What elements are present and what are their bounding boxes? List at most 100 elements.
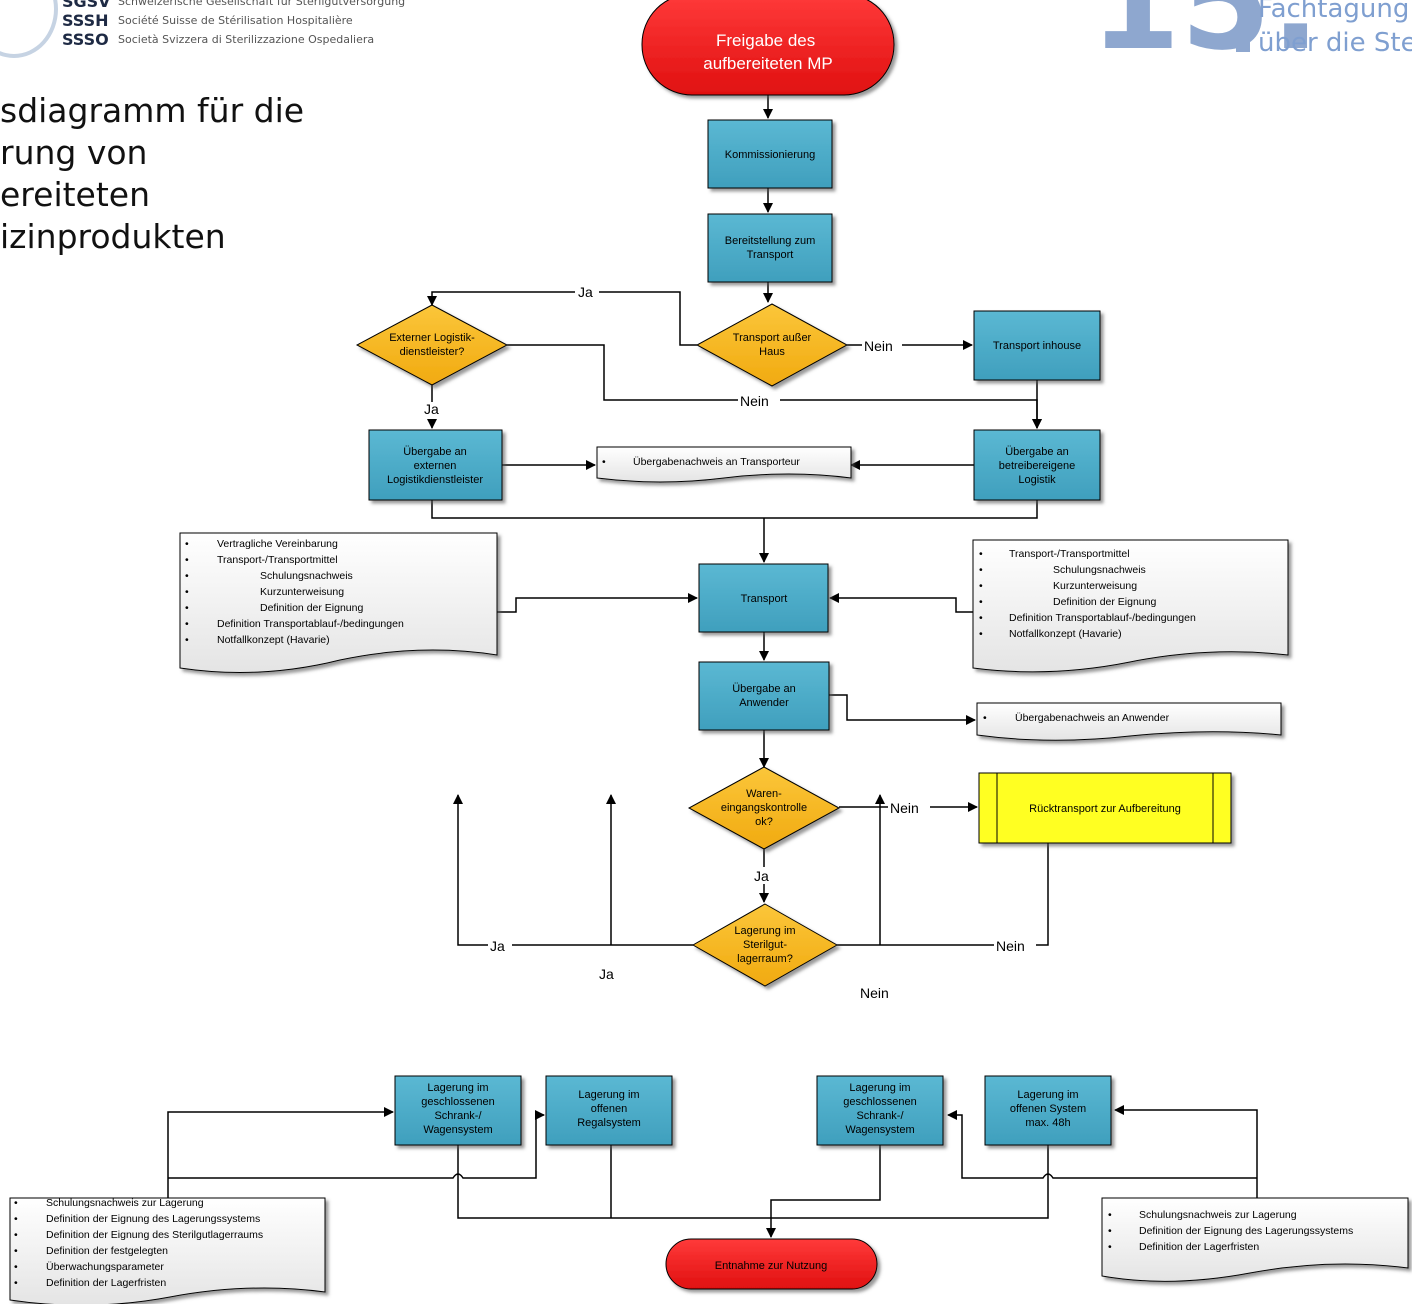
event-line-2: über die Sterilis — [1258, 28, 1412, 58]
doc-left-lager — [9, 1197, 326, 1304]
label-nein-3: Nein — [890, 800, 919, 816]
svg-text:Transport-/Transportmittel: Transport-/Transportmittel — [217, 554, 338, 566]
edge-lager-ja-1 — [453, 794, 693, 946]
step-uebergabe-anwender — [698, 661, 830, 731]
svg-text:Definition Transportablauf-/be: Definition Transportablauf-/bedingungen — [217, 618, 404, 630]
svg-text:•: • — [979, 580, 983, 592]
svg-text:Definition der Eignung: Definition der Eignung — [260, 602, 363, 614]
step-lager-offen — [984, 1075, 1112, 1146]
svg-text:•: • — [979, 628, 983, 640]
step-ruecktransport — [978, 772, 1232, 844]
doc-right-transport — [972, 539, 1289, 673]
svg-text:•: • — [1108, 1209, 1112, 1221]
svg-text:Definition der Lagerfristen: Definition der Lagerfristen — [1139, 1241, 1259, 1253]
svg-text:Schulungsnachweis zur Lagerung: Schulungsnachweis zur Lagerung — [1139, 1209, 1297, 1221]
step-transport-inhouse — [973, 310, 1101, 381]
doc-left-transport-list: •Vertragliche Vereinbarung •Transport-/T… — [185, 538, 404, 646]
step-lager-geschl-2 — [816, 1075, 944, 1146]
label-nein-4: Nein — [860, 985, 889, 1001]
label-ja-1: Ja — [578, 284, 593, 300]
doc-transporteur-text: •Übergabenachweis an Transporteur — [602, 456, 800, 468]
svg-text:Notfallkonzept (Havarie): Notfallkonzept (Havarie) — [1009, 628, 1122, 640]
step-bereitstellung — [707, 213, 833, 283]
svg-text:•: • — [185, 602, 189, 614]
svg-text:Definition der festgelegten: Definition der festgelegten — [46, 1245, 168, 1257]
label-nein-1: Nein — [864, 338, 893, 354]
step-lager-geschl-1 — [394, 1075, 522, 1146]
start-label: Freigabe des aufbereiteten MP — [703, 31, 832, 73]
doc-left-transport — [179, 532, 498, 673]
svg-text:•: • — [14, 1229, 18, 1241]
doc-right-lager-list: • Schulungsnachweis zur Lagerung • Definit… — [1108, 1209, 1353, 1253]
step-transport — [698, 563, 829, 633]
svg-text:•: • — [185, 538, 189, 550]
page-title: sdiagramm für die rung von ereiteten izi… — [0, 90, 304, 258]
svg-text:Definition der Eignung des Lag: Definition der Eignung des Lagerungssyst… — [1139, 1225, 1353, 1237]
doc-right-lager — [1101, 1197, 1409, 1282]
title-line-2: rung von — [0, 133, 148, 172]
svg-text:•: • — [185, 554, 189, 566]
logo-abbr-3: SSSO — [62, 30, 109, 49]
edge-merge-transport — [431, 500, 1038, 562]
svg-text:•: • — [979, 548, 983, 560]
doc-anwender — [976, 702, 1282, 741]
svg-text:•: • — [979, 564, 983, 576]
step-ruecktransport-label: Rücktransport zur Aufbereitung — [1029, 803, 1181, 815]
svg-text:•: • — [1108, 1241, 1112, 1253]
title-line-4: izinprodukten — [0, 217, 226, 256]
logo-line-1: Schweizerische Gesellschaft für Sterilgu… — [118, 0, 406, 8]
event-line-1: Fachtagung — [1258, 0, 1410, 24]
svg-text:Überwachungsparameter: Überwachungsparameter — [46, 1261, 164, 1273]
svg-text:Definition der Eignung des Ste: Definition der Eignung des Sterilgutlage… — [46, 1229, 263, 1241]
label-ja-3: Ja — [754, 868, 769, 884]
edge-anwender-doc — [829, 694, 976, 725]
edge-leftlager-regal — [168, 1110, 545, 1179]
edge-labels: Ja Nein Nein Ja Nein Ja Ja Ja Nein Nein — [420, 283, 1036, 1002]
svg-text:Definition der Lagerfristen: Definition der Lagerfristen — [46, 1277, 166, 1289]
label-nein-2: Nein — [740, 393, 769, 409]
decision-externer-logistik — [355, 304, 509, 386]
svg-text:•: • — [185, 586, 189, 598]
end-terminator — [665, 1238, 878, 1290]
svg-text:Notfallkonzept (Havarie): Notfallkonzept (Havarie) — [217, 634, 330, 646]
step-uebergabe-intern — [973, 429, 1101, 501]
step-kommissionierung — [707, 119, 833, 189]
connectors — [167, 95, 1258, 1237]
svg-text:•: • — [979, 596, 983, 608]
label-ja-2: Ja — [424, 401, 439, 417]
end-label: Entnahme zur Nutzung — [715, 1260, 828, 1272]
decision-lagerraum — [691, 903, 839, 987]
svg-text:Definition Transportablauf-/be: Definition Transportablauf-/bedingungen — [1009, 612, 1196, 624]
logo-line-2: Société Suisse de Stérilisation Hospital… — [118, 14, 353, 27]
doc-left-lager-list: • Schulungsnachweis zur Lagerung • Definit… — [14, 1197, 263, 1289]
edge-ja-extern — [427, 291, 697, 346]
step-transport-label: Transport — [741, 593, 788, 605]
svg-text:Transport-/Transportmittel: Transport-/Transportmittel — [1009, 548, 1130, 560]
label-ja-4: Ja — [490, 938, 505, 954]
step-lager-regal — [545, 1075, 673, 1146]
edge-rightlager-geschl2 — [947, 1110, 1257, 1179]
svg-text:Schulungsnachweis zur Lagerung: Schulungsnachweis zur Lagerung — [46, 1197, 204, 1209]
svg-text:•: • — [185, 634, 189, 646]
svg-text:•: • — [14, 1261, 18, 1273]
decision-transport-ausser-haus — [695, 303, 849, 387]
title-line-1: sdiagramm für die — [0, 91, 305, 130]
label-ja-5: Ja — [599, 966, 614, 982]
svg-text:Definition der Eignung des Lag: Definition der Eignung des Lagerungssyst… — [46, 1213, 260, 1225]
doc-transporteur — [596, 446, 852, 483]
logo-line-3: Società Svizzera di Sterilizzazione Ospe… — [118, 33, 375, 46]
decision-wareneingang — [687, 766, 841, 850]
doc-right-transport-list: •Transport-/Transportmittel •Schulungsna… — [979, 548, 1196, 640]
edge-leftlager-geschl1 — [167, 1107, 394, 1198]
start-terminator — [641, 0, 895, 96]
edge-merge-end — [457, 1145, 1049, 1237]
